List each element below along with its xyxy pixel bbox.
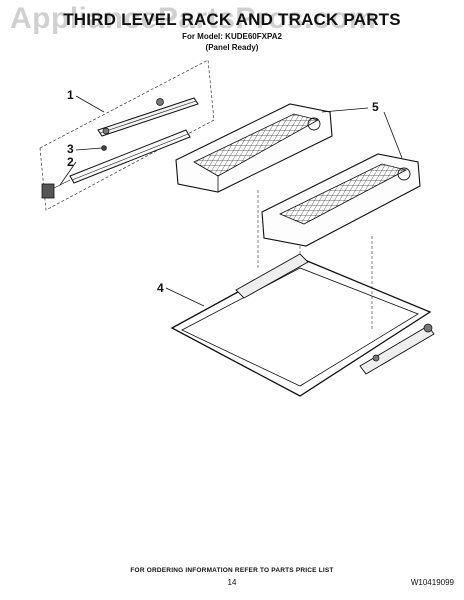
callout-5: 5: [372, 100, 379, 114]
part-1-track-rail: [97, 97, 199, 137]
model-line: For Model: KUDE60FXPA2: [182, 32, 282, 41]
part-5-rack-lower: [261, 153, 421, 247]
part-5-rack-upper: [175, 103, 333, 193]
page-number: 14: [227, 578, 237, 587]
callout-2: 2: [67, 155, 74, 169]
callout-4: 4: [157, 281, 164, 295]
part-3-clip: [101, 145, 107, 151]
ordering-info: FOR ORDERING INFORMATION REFER TO PARTS …: [130, 567, 334, 574]
callout-3: 3: [67, 142, 74, 156]
callout-1: 1: [67, 88, 74, 102]
subtitle: (Panel Ready): [205, 43, 259, 52]
drawing-id: W10419099: [410, 578, 454, 587]
callout-leader-lines: [59, 95, 403, 307]
part-2-lower-rail: [41, 129, 191, 199]
part-4-track-frame: [170, 253, 435, 397]
watermark: AppliancePartsPros.com: [10, 2, 377, 35]
page-title: THIRD LEVEL RACK AND TRACK PARTS: [63, 10, 401, 29]
